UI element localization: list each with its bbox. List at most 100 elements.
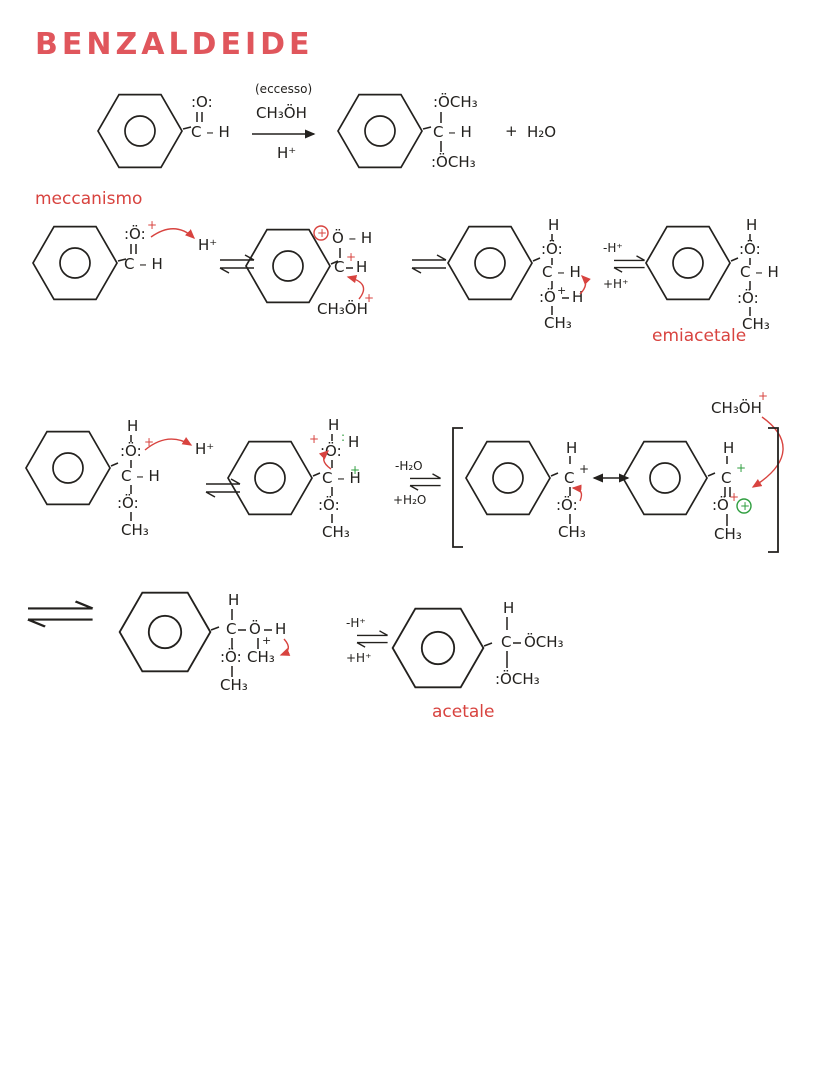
step-label: -H⁺ (346, 616, 366, 630)
reagent-label: CH₃ÖH (711, 398, 762, 417)
atom-label: Ö – H (332, 228, 372, 247)
benzene-ring (391, 607, 485, 689)
oxocarbenium-formation: H : H + :Ö: C – H + :Ö: CH₃ (227, 416, 361, 541)
atom-label: CH₃ (121, 521, 149, 539)
oxocarbenium-resonance-left: H C + :Ö: CH₃ (465, 439, 589, 541)
reagent-label: CH₃ÖH (256, 103, 307, 122)
curved-electron-arrow (144, 437, 193, 451)
benzene-ring (337, 93, 423, 169)
benzene-ring (465, 440, 551, 516)
charge-label: + (729, 490, 739, 504)
lone-pair-label: : (341, 430, 345, 444)
benzaldehyde: :O: C – H (97, 93, 230, 169)
page-title: BENZALDEIDE (35, 27, 314, 62)
atom-label: :Ö: (120, 441, 142, 460)
methanol-nucleophile: CH₃ÖH + (711, 389, 784, 488)
bond (707, 472, 716, 477)
atom-label: H (746, 216, 757, 234)
atom-label: CH₃ (544, 314, 572, 332)
atom-label: H (503, 599, 514, 617)
atom-label: H (723, 439, 734, 457)
atom-label: C – H (124, 255, 163, 273)
atom-label: H (228, 591, 239, 609)
curved-electron-arrow (571, 484, 583, 502)
equilibrium-arrows (356, 630, 389, 648)
atom-label: C – H (191, 123, 230, 141)
benzene-ring (227, 440, 313, 516)
atom-label: CH₃ (247, 648, 275, 666)
atom-label: H (548, 216, 559, 234)
charge-label: + (346, 250, 356, 264)
bond (422, 126, 432, 130)
equilibrium-arrows (205, 478, 241, 498)
benzene-ring (25, 430, 111, 506)
benzene-ring (245, 228, 331, 304)
bond (312, 472, 321, 477)
catalyst-label: H⁺ (277, 144, 296, 162)
bond (182, 126, 192, 130)
bond (532, 257, 541, 262)
bracket-left (452, 427, 463, 548)
atom-label: CH₃ (742, 315, 770, 333)
benzene-ring (118, 591, 212, 673)
overall-reaction: :O: C – H (eccesso) CH₃ÖH H⁺ :ÖCH₃ C – H… (97, 82, 556, 171)
charge-label: + (758, 389, 768, 403)
bond (330, 260, 339, 265)
bond (730, 257, 739, 262)
atom-label: C – H (433, 123, 472, 141)
atom-label: :Ö: (117, 493, 139, 512)
atom-label: C (564, 469, 574, 487)
charge-label: + (309, 432, 319, 446)
charge-label: + (144, 435, 154, 449)
atom-label: CH₃ (714, 525, 742, 543)
atom-label: :Ö: (739, 239, 761, 258)
bond (483, 642, 493, 647)
atom-label: Ö (249, 619, 261, 638)
bond (117, 258, 127, 262)
atom-label: CH₃ (220, 676, 248, 694)
circled-charge (736, 498, 752, 514)
reaction-conditions: (eccesso) CH₃ÖH H⁺ (252, 82, 316, 162)
dimethyl-acetal-product: :ÖCH₃ C – H :ÖCH₃ (337, 92, 478, 171)
atom-label: H (356, 258, 367, 276)
atom-label: H (275, 620, 286, 638)
atom-label: H (127, 417, 138, 435)
protonated-carbonyl-methanol-attack: + Ö – H C + H CH₃ÖH + (245, 225, 374, 318)
charge-label: + (147, 218, 157, 232)
charge-label: + (262, 634, 271, 647)
equilibrium-arrows (409, 473, 442, 491)
atom-label: :Ö (539, 287, 556, 306)
equilibrium-arrows (411, 254, 447, 274)
atom-label: C (501, 633, 511, 651)
atom-label: :Ö: (737, 288, 759, 307)
plus-sign: + (505, 122, 518, 140)
charge-label: + (579, 462, 589, 476)
mechanism-step-3: H C Ö + H CH₃ :Ö: CH₃ -H⁺ +H⁺ H C (26, 591, 564, 722)
atom-label: :ÖCH₃ (433, 92, 478, 111)
protonated-acetal-intermediate: H C Ö + H CH₃ :Ö: CH₃ (118, 591, 291, 694)
atom-label: :Ö: (220, 647, 242, 666)
atom-label: C – H (740, 263, 779, 281)
atom-label: CH₃ (322, 523, 350, 541)
benzaldehyde-protonation: :Ö: + C – H H⁺ (32, 218, 217, 301)
step-label: +H₂O (393, 493, 426, 507)
condition-label: (eccesso) (255, 82, 312, 96)
step-label: -H₂O (395, 459, 423, 473)
atom-label: :Ö: (541, 239, 563, 258)
atom-label: H (566, 439, 577, 457)
step-label: -H⁺ (603, 241, 623, 255)
atom-label: :O: (191, 93, 213, 111)
atom-label: H (328, 416, 339, 434)
hemiacetal-protonation: H :Ö: + H⁺ C – H :Ö: CH₃ (25, 417, 214, 539)
atom-label: C (334, 258, 344, 276)
atom-label: C – H (121, 467, 160, 485)
acetal-label: acetale (432, 702, 495, 722)
water-loss-equilibrium: -H₂O +H₂O (393, 459, 442, 507)
benzene-ring (645, 225, 731, 301)
bond (550, 472, 559, 477)
mechanism-step-2: CH₃ÖH + H :Ö: + H⁺ C – H :Ö: CH₃ H : (25, 389, 784, 553)
charge-label: + (736, 461, 746, 475)
step-label: +H⁺ (603, 277, 628, 291)
acetal-product: H C ÖCH₃ :ÖCH₃ (391, 599, 564, 689)
